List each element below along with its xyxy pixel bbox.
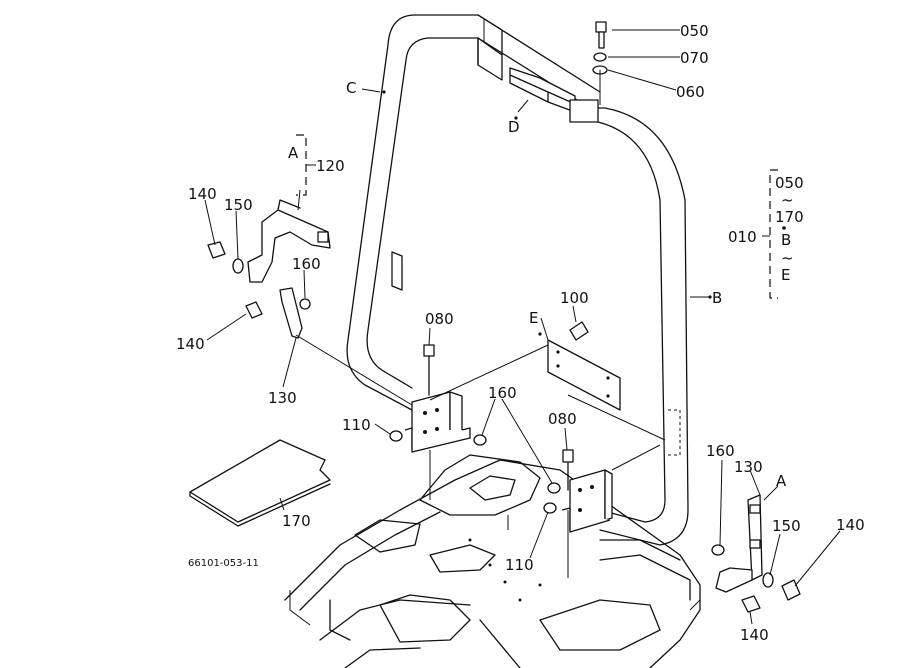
- assembly-lines: [295, 18, 666, 578]
- ref-tilde-1: ~: [781, 191, 794, 209]
- label-060: 060: [676, 83, 705, 101]
- part-labels: 050 070 060 C D A 120 140 150 160 140 13…: [176, 22, 865, 644]
- label-b: B: [712, 289, 722, 307]
- right-belt-bracket: [715, 494, 763, 593]
- ref-010: 010: [728, 228, 757, 246]
- label-160-center: 160: [488, 384, 517, 402]
- drawing-number: 66101-053-11: [188, 558, 259, 569]
- ref-050: 050: [775, 174, 804, 192]
- ref-b: B: [781, 231, 791, 249]
- label-160-left: 160: [292, 255, 321, 273]
- rops-frame: [346, 14, 689, 546]
- label-110-left: 110: [342, 416, 371, 434]
- label-100: 100: [560, 289, 589, 307]
- plate-e: [547, 339, 621, 411]
- leader-lines: [204, 29, 841, 625]
- label-150-right: 150: [772, 517, 801, 535]
- label-150-left: 150: [224, 196, 253, 214]
- label-140-upper-left: 140: [188, 185, 217, 203]
- left-lower-bracket-130: [279, 287, 303, 339]
- left-base-bracket: [404, 391, 471, 453]
- label-130-left: 130: [268, 389, 297, 407]
- label-d: D: [508, 118, 520, 136]
- label-070: 070: [680, 49, 709, 67]
- tractor-body: [284, 454, 701, 668]
- label-c: C: [346, 79, 356, 97]
- ref-e: E: [781, 266, 790, 284]
- ref-170: 170: [775, 208, 804, 226]
- ref-tilde-2: ~: [781, 249, 794, 267]
- label-050: 050: [680, 22, 709, 40]
- label-080-left: 080: [425, 310, 454, 328]
- label-a-right: A: [776, 472, 787, 490]
- left-belt-bracket: [247, 134, 331, 283]
- label-130-right: 130: [734, 458, 763, 476]
- label-a-left: A: [288, 144, 299, 162]
- label-140-bottom: 140: [740, 626, 769, 644]
- label-160-right: 160: [706, 442, 735, 460]
- label-140-right: 140: [836, 516, 865, 534]
- label-e: E: [529, 309, 538, 327]
- operator-manual-sheet: [189, 439, 331, 527]
- reference-dots: [382, 90, 786, 336]
- label-140-mid-left: 140: [176, 335, 205, 353]
- label-110-right: 110: [505, 556, 534, 574]
- label-170: 170: [282, 512, 311, 530]
- label-120: 120: [316, 157, 345, 175]
- fasteners: [207, 21, 801, 613]
- label-080-right: 080: [548, 410, 577, 428]
- right-base-bracket: [561, 469, 613, 533]
